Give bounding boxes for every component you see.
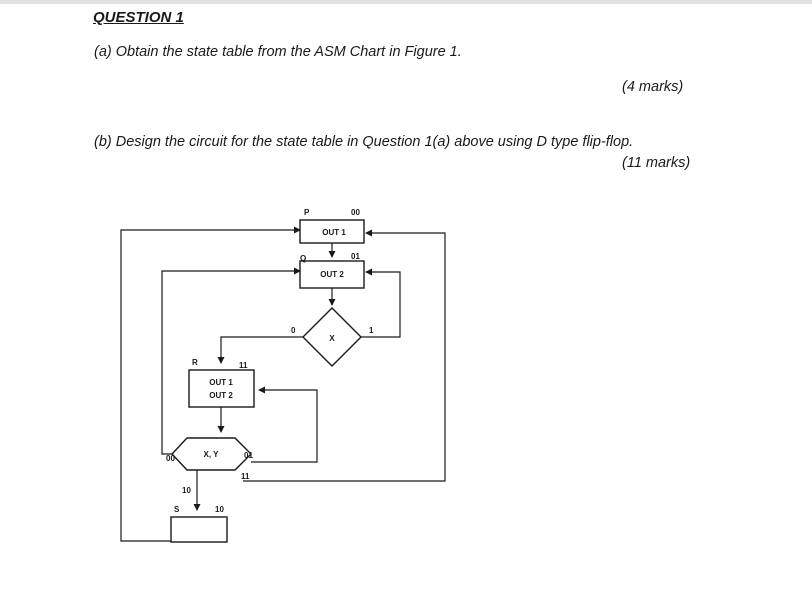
state-p-name: P <box>304 208 310 217</box>
state-r-name: R <box>192 358 198 367</box>
state-s-code: 10 <box>215 505 224 514</box>
state-box-p: OUT 1 P 00 <box>299 208 365 244</box>
decision-hexagon-xy: X, Y 00 01 11 10 <box>166 437 253 495</box>
decision-xy-branch-01: 01 <box>244 451 253 460</box>
flow-lines <box>120 226 446 542</box>
question-heading: QUESTION 1 <box>93 9 184 26</box>
state-p-output: OUT 1 <box>322 228 346 237</box>
flow-xy00-to-q <box>161 267 301 455</box>
flow-x0-to-r <box>217 336 303 364</box>
decision-xy-branch-10: 10 <box>182 486 191 495</box>
state-s-name: S <box>174 505 180 514</box>
state-r-output-2: OUT 2 <box>209 391 233 400</box>
part-b-marks: (11 marks) <box>622 155 691 171</box>
state-q-output: OUT 2 <box>320 270 344 279</box>
decision-diamond-x: X 0 1 <box>291 307 374 367</box>
decision-x-input: X <box>329 334 335 343</box>
state-r-output-1: OUT 1 <box>209 378 233 387</box>
state-q-code: 01 <box>351 252 360 261</box>
question-part-b: (b) Design the circuit for the state tab… <box>94 134 634 150</box>
state-r-code: 11 <box>239 361 248 370</box>
decision-xy-branch-00: 00 <box>166 454 175 463</box>
flow-s-to-p <box>120 226 301 542</box>
question-part-a: (a) Obtain the state table from the ASM … <box>94 44 462 60</box>
state-box-r: OUT 1 OUT 2 R 11 <box>188 358 255 408</box>
flow-xy11-to-p <box>243 229 446 482</box>
state-p-code: 00 <box>351 208 360 217</box>
state-box-q: OUT 2 Q 01 <box>299 252 365 289</box>
state-box-s: S 10 <box>170 505 228 543</box>
flow-x1-to-q <box>361 268 401 338</box>
top-border <box>0 0 812 4</box>
part-a-marks: (4 marks) <box>622 79 684 95</box>
decision-xy-input: X, Y <box>204 450 220 459</box>
decision-xy-branch-11: 11 <box>241 472 250 481</box>
decision-x-branch-0: 0 <box>291 326 296 335</box>
state-q-name: Q <box>300 254 306 263</box>
flow-xy01-to-r <box>251 386 318 463</box>
decision-x-branch-1: 1 <box>369 326 374 335</box>
